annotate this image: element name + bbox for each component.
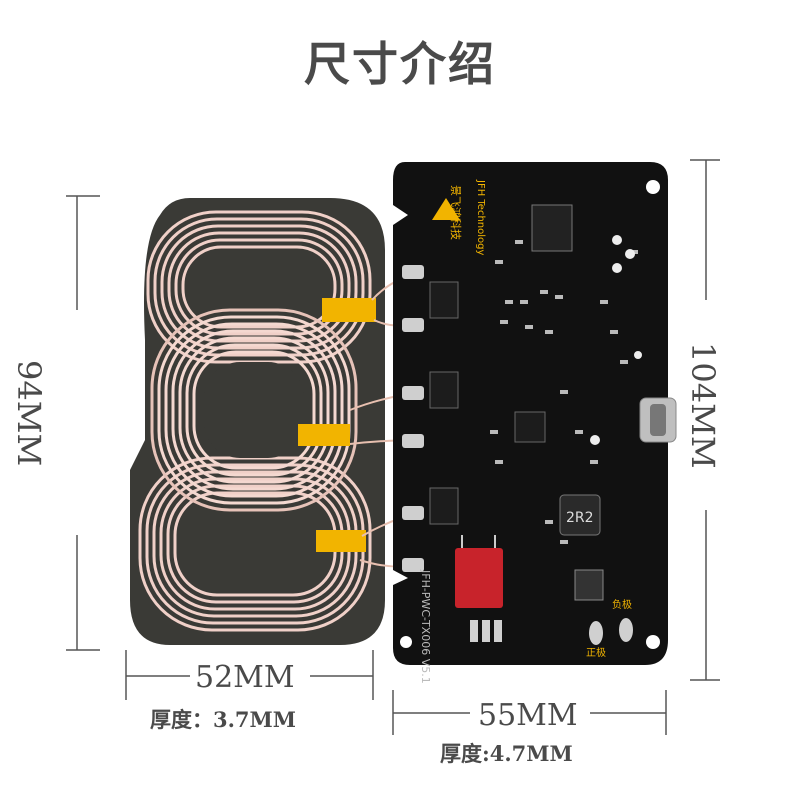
coil-tape-bottom — [316, 530, 366, 552]
coil-width-dimension-lines — [125, 650, 374, 700]
mosfet-chips — [429, 281, 546, 525]
negative-terminal-label: 负极 — [612, 598, 632, 611]
esd-warning-icon — [432, 198, 460, 220]
board-width-label: 55MM — [478, 698, 578, 733]
positive-terminal-label: 正极 — [586, 646, 606, 659]
film-capacitor — [455, 548, 503, 608]
coil-solder-pads — [402, 265, 424, 572]
pcb-model-text: JFH-PWC-TX006 V5.1 — [419, 569, 432, 684]
coil-thickness-label: 厚度：3.7MM — [150, 707, 297, 732]
coil-width-label: 52MM — [195, 660, 295, 695]
page-title: 尺寸介绍 — [304, 37, 496, 91]
board-height-dimension-lines — [690, 159, 720, 681]
ic-top — [531, 204, 573, 252]
pcb-brand-text: JFH Technology — [475, 179, 486, 255]
capacitor-leads — [461, 535, 496, 548]
usb-c-port-inner — [650, 404, 666, 436]
voltage-regulator — [574, 569, 604, 601]
board-height-label: 104MM — [684, 342, 722, 469]
inductor-label: 2R2 — [566, 510, 594, 526]
coil-height-dimension-lines — [66, 195, 100, 651]
inductor — [559, 494, 601, 536]
coil-tape-middle — [298, 424, 350, 446]
white-dot-markers — [590, 235, 642, 445]
bottom-pads — [470, 618, 633, 645]
coil-height-label: 94MM — [10, 360, 48, 467]
board-thickness-label: 厚度:4.7MM — [440, 741, 573, 766]
pcb-mounting-holes — [400, 180, 660, 649]
pcb-brand-cn: 景飞鸿科技 — [449, 185, 463, 240]
coil-middle-center — [204, 362, 304, 458]
coil-middle — [150, 308, 358, 512]
coil-tape-top — [322, 298, 376, 322]
board-width-dimension-lines — [392, 690, 667, 735]
